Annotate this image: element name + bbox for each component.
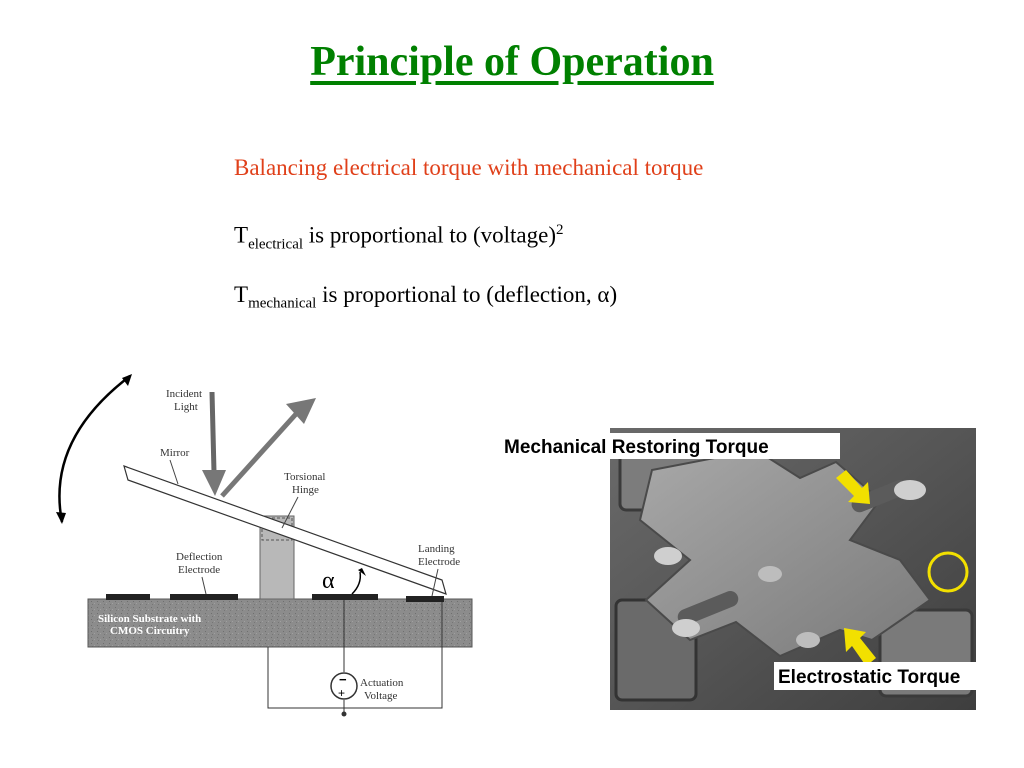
arc-arrowhead-bottom (56, 512, 66, 524)
alpha-arc-arrowhead (358, 568, 366, 576)
hinge-cap-left (654, 547, 682, 565)
bullet-mechanical: Tmechanical is proportional to (deflecti… (234, 282, 617, 313)
silicon-substrate (87, 598, 473, 648)
electrostatic-torque-label: Electrostatic Torque (778, 667, 960, 688)
reflected-light-arrowhead (286, 398, 316, 424)
hinge-leader (281, 496, 299, 529)
arc-arrowhead-top (122, 374, 132, 386)
t-symbol: T (234, 282, 249, 307)
landing-label-2: Electrode (418, 556, 460, 568)
alpha-arc (351, 571, 362, 595)
deflection-label-2: Electrode (178, 564, 220, 576)
voltage-minus: − (339, 672, 347, 687)
voltage-plus: + (338, 686, 345, 700)
deflection-leader (201, 576, 207, 595)
electrostatic-label-bg (774, 662, 1014, 690)
mirror-plate (123, 465, 447, 595)
circuit-node (341, 711, 347, 717)
landing-label-1: Landing (418, 543, 455, 555)
mechanical-torque-label: Mechanical Restoring Torque (504, 437, 769, 458)
actuation-label-1: Actuation (360, 677, 404, 689)
t-symbol: T (234, 222, 249, 248)
bullet-balancing: Balancing electrical torque with mechani… (234, 155, 704, 180)
incident-light-ray (209, 391, 217, 473)
circuit-wire-outer (267, 602, 443, 709)
incident-label-1: Incident (166, 388, 202, 400)
voltage-source (330, 672, 358, 700)
hinge-label-1: Torsional (284, 471, 325, 483)
mechanical-text: is proportional to (deflection, (322, 282, 598, 307)
subscript-mechanical: mechanical (248, 295, 317, 312)
address-electrode-right (312, 594, 378, 600)
page-title: Principle of Operation (310, 39, 714, 85)
mirror-label: Mirror (160, 447, 190, 459)
substrate-label-2: CMOS Circuitry (110, 625, 190, 637)
deflection-label-1: Deflection (176, 551, 223, 563)
actuation-label-2: Voltage (364, 690, 398, 702)
close-paren: ) (609, 282, 618, 307)
torsion-beam-top (851, 479, 909, 513)
mirror-leader (169, 459, 179, 485)
bullet-electrical: Telectrical is proportional to (voltage)… (234, 222, 563, 253)
landing-electrode-bar (406, 596, 444, 602)
alpha-symbol: α (597, 282, 610, 307)
hinge-cap-bottom (672, 619, 700, 637)
superscript-two: 2 (555, 222, 564, 238)
deflection-angle-alpha: α (322, 568, 335, 594)
landing-leader (431, 568, 439, 597)
subscript-electrical: electrical (248, 236, 304, 253)
hinge-cap-top (894, 480, 926, 500)
electrical-text: is proportional to (voltage) (308, 222, 556, 248)
reflected-light-ray (220, 412, 298, 498)
hinge-cap-center (758, 566, 782, 582)
rotation-arc (58, 375, 131, 523)
mechanical-torque-arrow (836, 470, 870, 504)
mechanical-label-bg (500, 433, 840, 459)
sem-micrograph: Mechanical Restoring Torque Electrostati… (500, 428, 1014, 710)
electrode-left (106, 594, 150, 600)
deflection-electrode-bar (170, 594, 238, 600)
torsion-beam-bottom (677, 591, 739, 625)
highlight-circle (927, 551, 969, 593)
substrate-label-1: Silicon Substrate with (98, 613, 201, 625)
hinge-label-2: Hinge (292, 484, 319, 496)
hinge-cap-lower (796, 632, 820, 648)
incident-label-2: Light (174, 401, 198, 413)
dmd-schematic: Silicon Substrate with CMOS Circuitry In… (56, 374, 473, 717)
electrostatic-torque-arrow (844, 628, 876, 666)
incident-light-arrowhead (202, 470, 226, 496)
